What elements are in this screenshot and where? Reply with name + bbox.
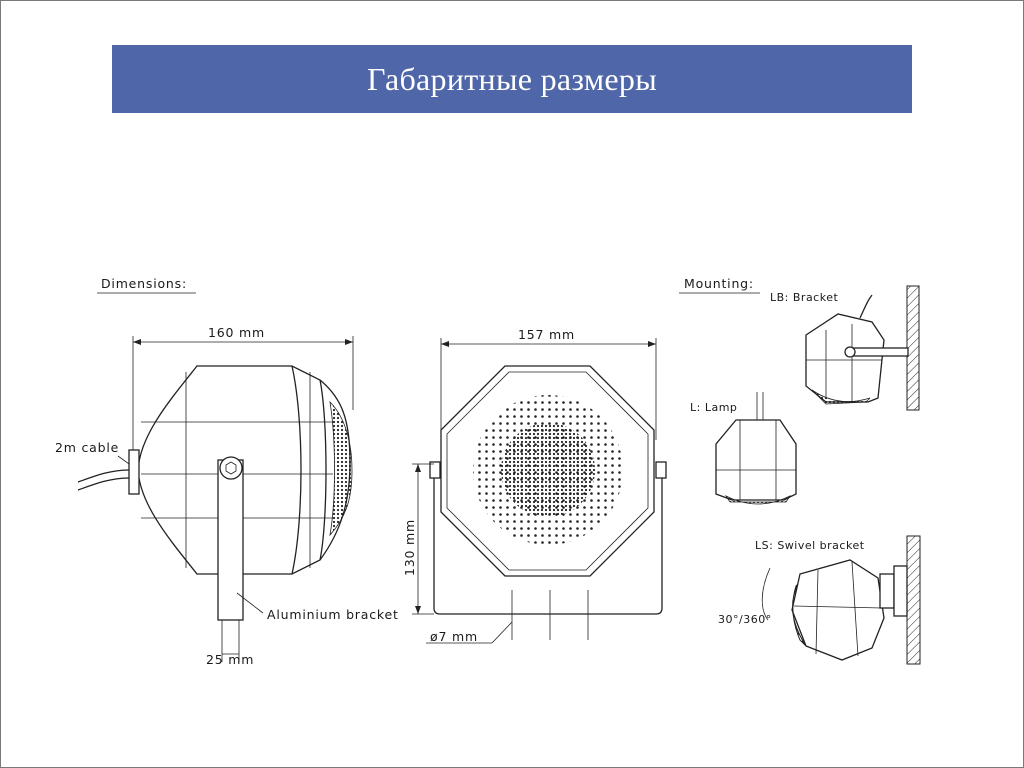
speaker-body-side [137,365,351,575]
bracket-label: Aluminium bracket [267,607,399,622]
side-grille [329,400,353,537]
aluminium-bracket [217,459,244,621]
side-view: 160 mm 2m cable 25 mm Aluminium bracket [55,325,399,667]
front-view: 157 mm 130 mm ø7 mm [402,327,667,644]
hole-diameter-label: ø7 mm [430,629,478,644]
bracket-width-label: 25 mm [206,652,254,667]
lamp-label: L: Lamp [690,401,737,414]
mounting-swivel: LS: Swivel bracket 30°/360° [718,535,921,665]
front-height-label: 130 mm [402,519,417,576]
lb-label: LB: Bracket [770,291,838,304]
mounting-lamp: L: Lamp [690,392,797,505]
swivel-label: LS: Swivel bracket [755,539,865,552]
cable-label: 2m cable [55,440,119,455]
slide-title: Габаритные размеры [366,60,658,97]
angle-label: 30°/360° [718,613,772,626]
side-width-label: 160 mm [208,325,265,340]
dimensions-heading: Dimensions: [101,276,187,291]
mounting-lb: LB: Bracket [770,285,920,411]
title-bar: Габаритные размеры [112,45,912,113]
mounting-heading: Mounting: [684,276,754,291]
front-width-label: 157 mm [518,327,575,342]
